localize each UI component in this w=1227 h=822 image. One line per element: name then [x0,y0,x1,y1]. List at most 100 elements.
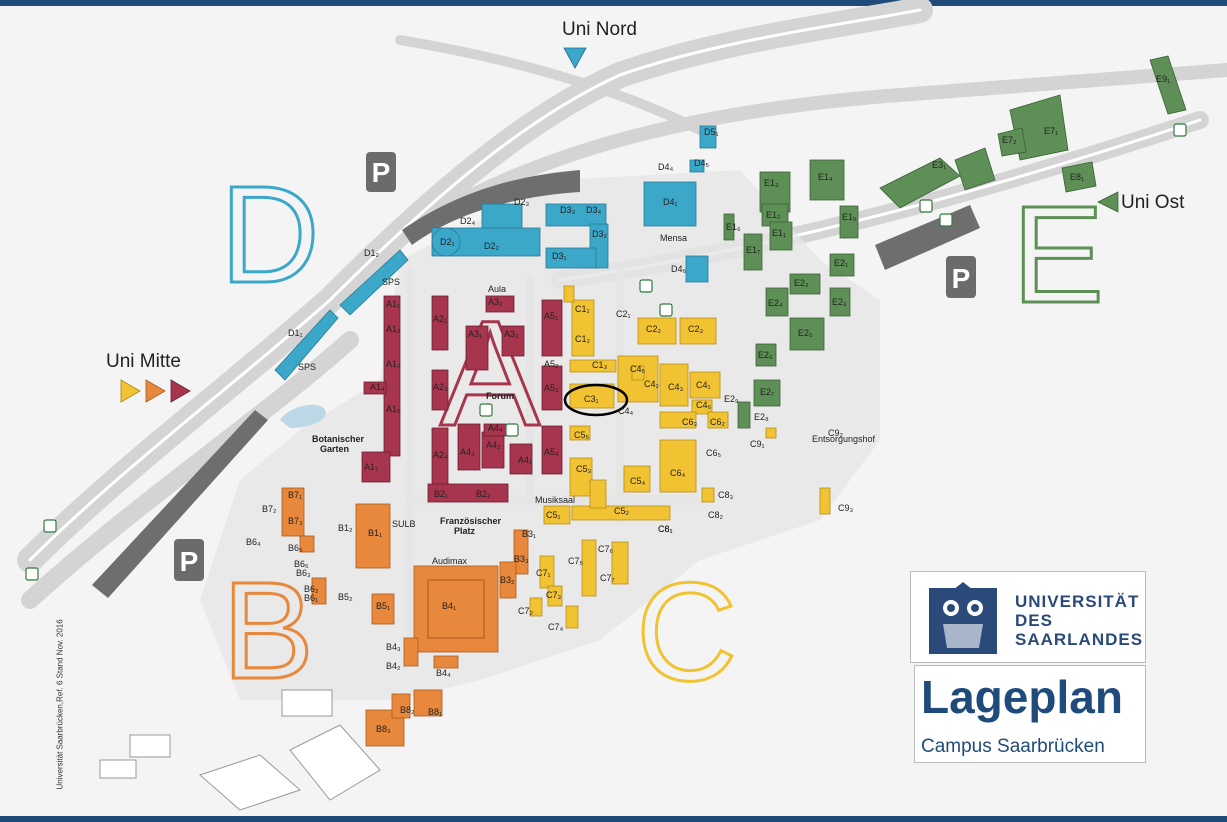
building-label[interactable]: B6₅ [288,543,303,553]
building-label[interactable]: E1₆ [726,222,741,232]
building-label[interactable]: C7₂ [518,606,534,616]
building-label[interactable]: E2₈ [754,412,769,422]
building-label[interactable]: D2₃ [514,197,530,207]
building-label[interactable]: C4₅ [630,364,646,374]
building-label[interactable]: D3₃ [560,205,576,215]
building-label[interactable]: A4₂ [486,440,501,450]
building-label[interactable]: D2₄ [460,216,476,226]
building-label[interactable]: B6₃ [296,568,311,578]
building-label[interactable]: E2₄ [768,298,783,308]
building-label[interactable]: E7₁ [1044,126,1058,136]
building-label[interactable]: C5₂ [614,506,630,516]
building-label[interactable]: C6₂ [710,417,726,427]
building-label[interactable]: C9₁ [750,439,765,449]
building-label[interactable]: B4₂ [386,661,401,671]
building-label[interactable]: D4₆ [671,264,687,274]
building-label[interactable]: E2₅ [798,328,813,338]
building-label[interactable]: C5₁ [546,510,561,520]
building-label[interactable]: A1₂ [386,324,401,334]
building-label[interactable]: B2₂ [476,489,491,499]
building-label[interactable]: C4₆ [696,400,712,410]
building-label[interactable]: B8₂ [400,705,415,715]
building-label[interactable]: E2₉ [724,394,739,404]
building-label[interactable]: A3₁ [468,329,482,339]
parking-marker-west[interactable]: P [174,539,204,581]
building-label[interactable]: C7₁ [536,568,551,578]
building-label[interactable]: D2₁ [440,237,455,247]
building-label[interactable]: E1₅ [842,212,857,222]
building-label[interactable]: B6₁ [304,593,318,603]
building-label[interactable]: E1₄ [818,172,833,182]
parking-marker-east[interactable]: P [946,256,976,298]
building-label[interactable]: C3₁ [584,394,599,404]
building-label[interactable]: E2₃ [832,297,847,307]
building-label[interactable]: A2₄ [433,450,448,460]
building-label[interactable]: A3₂ [488,297,503,307]
building-label[interactable]: E2₇ [760,387,774,397]
building-label[interactable]: C7₅ [568,556,584,566]
building-label[interactable]: B5₂ [338,592,353,602]
building-label[interactable]: D1₁ [288,328,303,338]
building-label[interactable]: C8₃ [718,490,734,500]
building-label[interactable]: B3₃ [514,554,529,564]
building-label[interactable]: C4₂ [644,379,660,389]
building-label[interactable]: E1₇ [746,245,760,255]
building-label[interactable]: B7₁ [288,490,302,500]
building-label[interactable]: B1₂ [338,523,353,533]
building-label[interactable]: B3₂ [500,575,515,585]
building-label[interactable]: C9₃ [838,503,854,513]
building-label[interactable]: C4₁ [696,380,711,390]
building-label[interactable]: A1₄ [370,382,385,392]
building-label[interactable]: C9₂ [828,428,844,438]
building-label[interactable]: B3₁ [522,529,536,539]
building-label[interactable]: A4₁ [518,455,532,465]
building-label[interactable]: A1₁ [386,299,400,309]
building-label[interactable]: E8₁ [1070,172,1084,182]
building-label[interactable]: A3₃ [504,329,519,339]
building-label[interactable]: C2₁ [616,309,631,319]
building-label[interactable]: D4₁ [663,197,678,207]
building-label[interactable]: C5₃ [576,464,592,474]
building-label[interactable]: E2₆ [758,350,773,360]
building-label[interactable]: B7₂ [262,504,277,514]
building-label[interactable]: D1₂ [364,248,380,258]
building-label[interactable]: C6₄ [670,468,686,478]
building-label[interactable]: C5₅ [574,430,590,440]
building-label[interactable]: B1₁ [368,528,382,538]
building-label[interactable]: E3₁ [932,160,946,170]
building-label[interactable]: B8₁ [428,707,442,717]
building-label[interactable]: C1₁ [575,304,590,314]
building-label[interactable]: D3₂ [592,229,608,239]
building-label[interactable]: B8₃ [376,724,391,734]
building-label[interactable]: A4₃ [460,447,475,457]
building-label[interactable]: A1₃ [386,359,401,369]
building-label[interactable]: A2₁ [433,314,447,324]
building-label[interactable]: A1₇ [364,462,378,472]
building-label[interactable]: B2₁ [434,489,448,499]
building-label[interactable]: D2₂ [484,241,500,251]
building-label[interactable]: C7₄ [548,622,564,632]
entrance-nord-marker[interactable] [563,47,587,69]
building-label[interactable]: E1₂ [766,210,781,220]
entrance-ost-marker[interactable] [1097,191,1119,213]
building-label[interactable]: C6₅ [706,448,722,458]
building-label[interactable]: D4₄ [658,162,674,172]
building-label[interactable]: A1₅ [386,404,401,414]
building-label[interactable]: A5₄ [544,447,559,457]
building-label[interactable]: C4₃ [668,382,684,392]
building-label[interactable]: C2₃ [688,324,704,334]
building-label[interactable]: C6₃ [682,417,698,427]
parking-marker-north[interactable]: P [366,152,396,192]
building-label[interactable]: C2₂ [646,324,662,334]
building-label[interactable]: A5₃ [544,383,559,393]
building-label[interactable]: B6₄ [246,537,261,547]
building-label[interactable]: D3₄ [586,205,602,215]
building-label[interactable]: D5₁ [704,127,719,137]
building-label[interactable]: E7₂ [1002,135,1017,145]
building-label[interactable]: E1₁ [772,228,786,238]
building-label[interactable]: B6₂ [304,584,319,594]
building-label[interactable]: B4₃ [386,642,401,652]
building-label[interactable]: B4₄ [436,668,451,678]
building-label[interactable]: B4₁ [442,601,456,611]
building-label[interactable]: C7₇ [600,573,615,583]
